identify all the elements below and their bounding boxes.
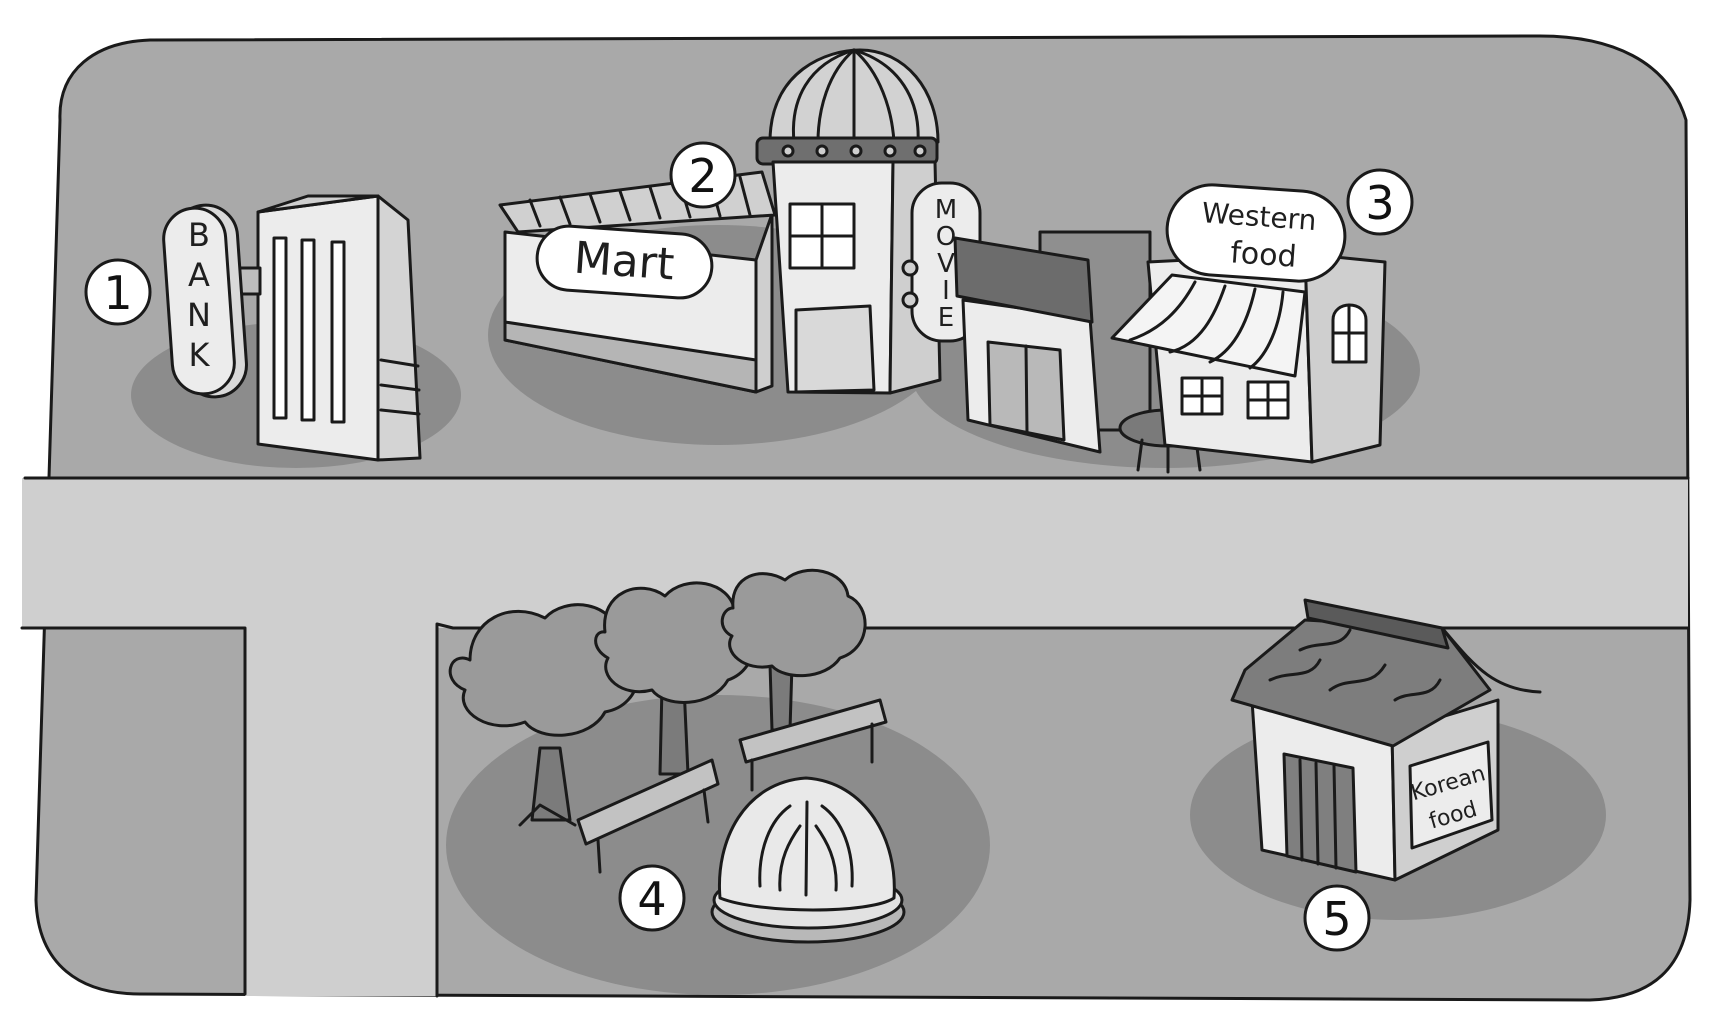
cinema-building[interactable] [755, 48, 942, 395]
bench-left [576, 758, 720, 874]
bank-building[interactable] [230, 194, 422, 462]
tree-right [720, 568, 867, 732]
marker-4-label: 4 [637, 872, 666, 926]
marker-2-label: 2 [688, 149, 717, 203]
marker-4[interactable]: 4 [618, 864, 686, 932]
marker-1[interactable]: 1 [84, 258, 152, 326]
park[interactable] [448, 568, 906, 944]
marker-2[interactable]: 2 [669, 141, 737, 209]
marker-5-label: 5 [1322, 892, 1351, 946]
left-vertical-road [245, 620, 437, 996]
tree-middle [594, 581, 756, 776]
western-sign-line1: Western [1201, 196, 1318, 237]
korean-food-sign: Korean food [1408, 740, 1494, 850]
road-network [20, 476, 1690, 998]
western-food-sign: Western food [1165, 183, 1347, 283]
small-shop-building[interactable] [953, 230, 1152, 454]
western-restaurant[interactable] [1110, 252, 1387, 464]
marker-1-label: 1 [103, 266, 132, 320]
tree-left [448, 603, 640, 827]
marker-5[interactable]: 5 [1303, 884, 1371, 952]
fountain [710, 776, 906, 944]
marker-3-label: 3 [1365, 176, 1394, 230]
marker-3[interactable]: 3 [1346, 168, 1414, 236]
mart-sign: Mart [535, 224, 714, 300]
bench-right [738, 698, 888, 792]
horizontal-road [22, 478, 1688, 628]
western-sign-line2: food [1229, 235, 1298, 275]
mart-sign-text: Mart [572, 233, 676, 291]
